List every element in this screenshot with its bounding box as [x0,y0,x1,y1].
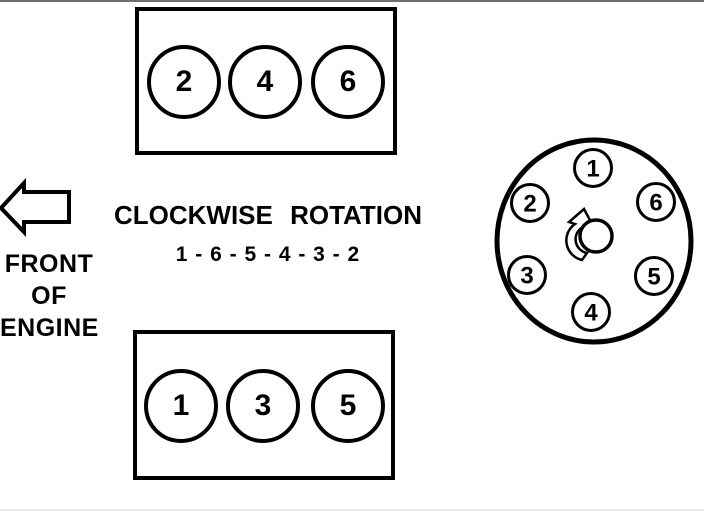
plug-terminal-4: 4 [571,292,611,332]
plug-terminal-1: 1 [573,148,613,188]
cylinder-6: 6 [311,45,385,119]
distributor-cap: 1 2 6 3 5 4 [494,137,694,345]
front-line-3: ENGINE [0,314,99,342]
firing-order-sequence: 1 - 6 - 5 - 4 - 3 - 2 [175,243,361,266]
cylinder-4: 4 [228,45,302,119]
plug-5-label: 5 [647,264,660,291]
left-arrow-shape [0,178,71,237]
cylinder-6-label: 6 [339,65,357,98]
cylinder-bank-bottom: 1 3 5 [133,330,395,480]
plug-3-circle [507,255,547,295]
plug-6-circle [636,182,676,222]
plug-2-circle [510,183,550,223]
front-of-engine-label: FRONT OF ENGINE [0,248,98,344]
plug-4-label: 4 [584,300,598,327]
plug-5-circle [634,256,674,296]
plug-2-label: 2 [523,191,536,218]
cylinder-2: 2 [147,45,221,119]
top-edge-line [0,0,704,2]
plug-6-label: 6 [649,190,662,217]
plug-terminal-5: 5 [634,256,674,296]
plug-terminal-6: 6 [636,182,676,222]
cylinder-3: 3 [226,369,300,443]
cylinder-5: 5 [311,369,385,443]
front-line-2: OF [31,282,67,310]
cylinder-1-label: 1 [172,389,190,422]
plug-terminal-2: 2 [510,183,550,223]
front-of-engine-arrow-icon [0,178,71,237]
cylinder-5-label: 5 [339,389,357,422]
cylinder-4-label: 4 [256,65,274,98]
rotor-shaft-circle [578,218,614,254]
cylinder-2-label: 2 [175,65,193,98]
cylinder-bank-top: 2 4 6 [135,7,397,155]
plug-3-label: 3 [520,263,533,290]
plug-1-label: 1 [586,156,599,183]
bottom-edge-line [0,509,704,511]
cylinder-1: 1 [144,369,218,443]
plug-4-circle [571,292,611,332]
plug-1-circle [573,148,613,188]
plug-terminal-3: 3 [507,255,547,295]
front-line-1: FRONT [4,250,94,278]
clockwise-rotation-label: CLOCKWISE ROTATION [113,200,422,230]
cylinder-3-label: 3 [254,389,272,422]
